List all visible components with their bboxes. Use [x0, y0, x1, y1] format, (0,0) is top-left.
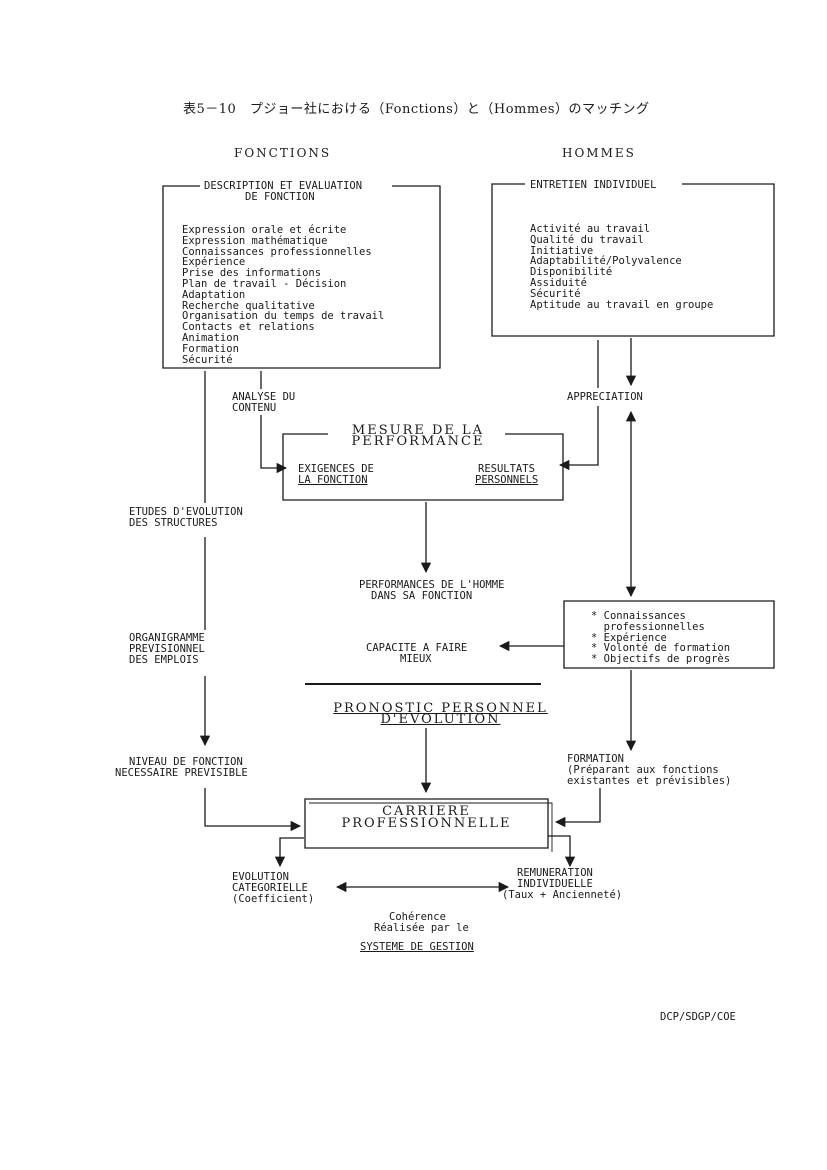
left-box-item: Contacts et relations	[182, 321, 315, 334]
left-box-frame	[162, 185, 441, 369]
carriere-line-1: CARRIERE	[382, 804, 471, 819]
right-box-item: Assiduité	[530, 276, 587, 289]
label-organigramme-3: DES EMPLOIS	[129, 654, 199, 666]
left-box-item: Connaissances professionnelles	[182, 245, 372, 258]
left-box-item: Animation	[182, 331, 239, 344]
label-performances-1: PERFORMANCES DE L'HOMME	[359, 579, 505, 591]
mesure-resultats-2: PERSONNELS	[475, 474, 539, 486]
label-formation-2: (Préparant aux fonctions	[567, 764, 719, 776]
right-box-item: Initiative	[530, 244, 594, 257]
label-organigramme-1: ORGANIGRAMME	[129, 632, 205, 644]
right-box-title: ENTRETIEN INDIVIDUEL	[530, 179, 657, 191]
page-title: 表5－10 プジョー社における（Fonctions）と（Hommes）のマッチン…	[183, 102, 650, 117]
line-carriere-to-evolution	[274, 837, 304, 868]
label-etudes-2: DES STRUCTURES	[129, 517, 218, 529]
label-evolution-1: EVOLUTION	[232, 871, 289, 883]
left-box-item: Formation	[182, 342, 239, 355]
mesure-title-1: MESURE DE LA	[351, 423, 485, 438]
left-box-item: Expérience	[182, 256, 246, 269]
header-hommes: HOMMES	[562, 146, 636, 160]
mid-box-item: professionnelles	[591, 620, 705, 633]
line-niveau-to-carriere	[204, 788, 302, 832]
label-systeme: SYSTEME DE GESTION	[360, 941, 474, 953]
mesure-resultats-1: RESULTATS	[478, 463, 535, 475]
left-box-item: Recherche qualitative	[182, 299, 315, 312]
label-remuneration-3: (Taux + Ancienneté)	[502, 889, 623, 901]
label-appreciation: APPRECIATION	[567, 391, 643, 403]
left-box-item: Organisation du temps de travail	[182, 310, 385, 323]
mid-box-item: * Volonté de formation	[591, 642, 731, 655]
left-box-item: Expression orale et écrite	[182, 224, 347, 236]
label-evolution-2: CATEGORIELLE	[232, 882, 308, 894]
label-organigramme-2: PREVISIONNEL	[129, 643, 205, 655]
header-fonctions: FONCTIONS	[234, 146, 332, 160]
footer-code: DCP/SDGP/COE	[660, 1011, 736, 1023]
left-box-item: Sécurité	[182, 353, 233, 366]
mesure-exigences-2: LA FONCTION	[298, 474, 368, 486]
line-carriere-to-remuneration	[548, 835, 576, 868]
right-box-item: Adaptabilité/Polyvalence	[530, 255, 682, 268]
label-niveau-2: NECESSAIRE PREVISIBLE	[115, 767, 248, 779]
line-appreciation-to-mesure	[558, 406, 599, 471]
label-formation-1: FORMATION	[567, 753, 624, 765]
label-analyse-2: CONTENU	[232, 402, 277, 414]
left-box-item: Expression mathématique	[182, 234, 328, 247]
left-box-item: Prise des informations	[182, 267, 322, 280]
carriere-line-2: PROFESSIONNELLE	[341, 816, 512, 831]
mesure-exigences-1: EXIGENCES DE	[298, 463, 374, 475]
right-box-item: Aptitude au travail en groupe	[530, 298, 714, 311]
mid-box-item: * Objectifs de progrès	[591, 653, 731, 666]
label-etudes-1: ETUDES D'EVOLUTION	[129, 506, 243, 518]
right-box-frame	[491, 183, 775, 337]
label-analyse-1: ANALYSE DU	[232, 391, 296, 403]
left-box-item: Adaptation	[182, 288, 246, 301]
line-formation-to-carriere	[554, 788, 601, 828]
line-analyse-to-mesure	[260, 415, 288, 474]
mesure-box-frame	[282, 433, 564, 501]
label-capacite-1: CAPACITE A FAIRE	[366, 642, 468, 654]
label-remuneration-2: INDIVIDUELLE	[517, 878, 593, 890]
right-box-item: Activité au travail	[530, 223, 651, 235]
pronostic-line-2: D'EVOLUTION	[380, 712, 501, 727]
left-box-item: Plan de travail - Décision	[182, 277, 347, 290]
right-box-item: Sécurité	[530, 287, 581, 300]
label-formation-3: existantes et prévisibles)	[567, 775, 732, 787]
mid-box-item: * Connaissances	[591, 610, 686, 622]
mid-box-items: * Connaissances professionnelles* Expéri…	[591, 611, 730, 665]
mid-box-item: * Expérience	[591, 631, 667, 644]
label-evolution-3: (Coefficient)	[232, 893, 315, 905]
label-coherence-2: Réalisée par le	[374, 922, 469, 934]
left-box-title-2: DE FONCTION	[245, 191, 315, 203]
carriere-box-frame	[304, 798, 549, 849]
right-box-item: Qualité du travail	[530, 233, 644, 246]
mesure-title-2: PERFORMANCE	[351, 434, 485, 449]
label-capacite-2: MIEUX	[400, 653, 432, 665]
label-performances-2: DANS SA FONCTION	[371, 590, 473, 602]
right-box-item: Disponibilité	[530, 266, 613, 279]
left-box-title-1: DESCRIPTION ET EVALUATION	[204, 180, 363, 192]
label-coherence-1: Cohérence	[389, 911, 446, 923]
label-niveau-1: NIVEAU DE FONCTION	[129, 756, 243, 768]
label-remuneration-1: REMUNERATION	[517, 867, 593, 879]
pronostic-line-1: PRONOSTIC PERSONNEL	[333, 701, 548, 716]
